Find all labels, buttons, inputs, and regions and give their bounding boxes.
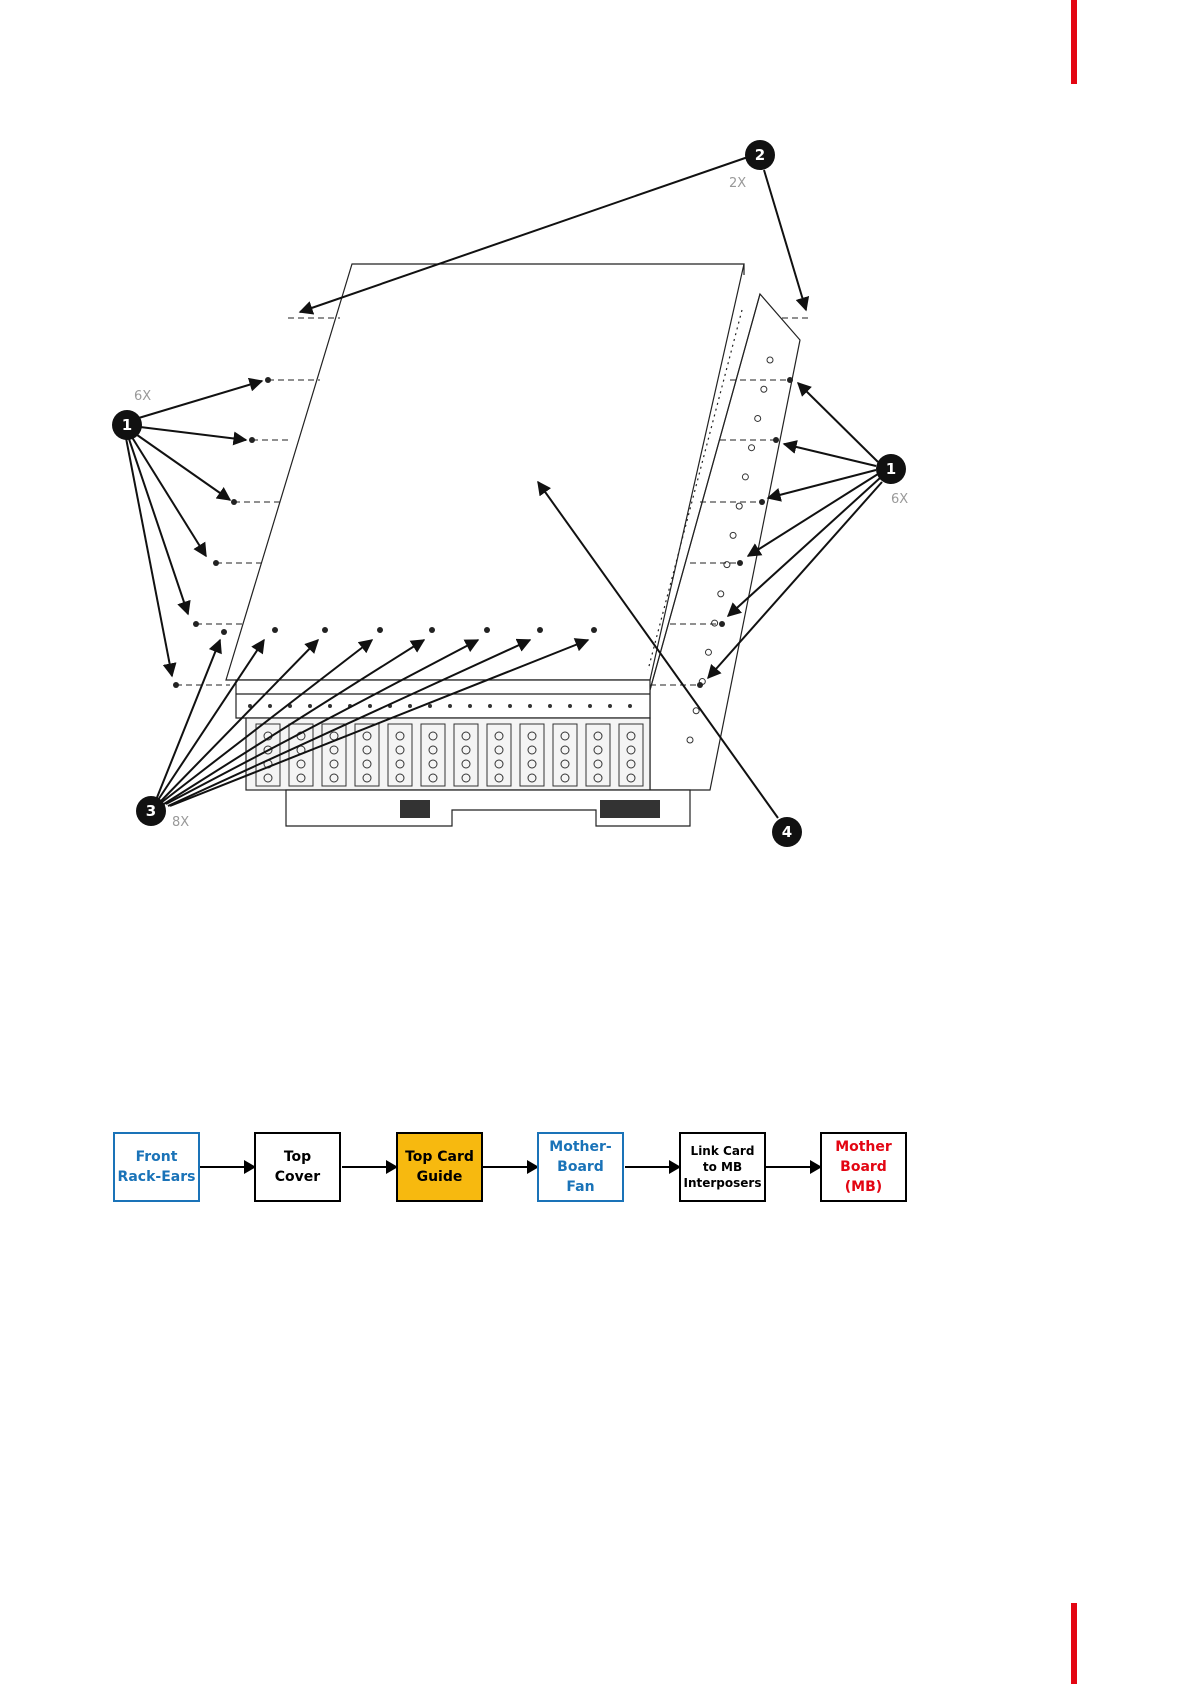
callout-2-qty: 2X	[729, 176, 746, 191]
svg-text:3: 3	[146, 802, 156, 820]
rail-hole	[528, 704, 532, 708]
step-motherboard-fan[interactable]: Mother- Board Fan	[537, 1132, 624, 1202]
chassis-drawing	[226, 264, 800, 826]
rail-hole	[428, 704, 432, 708]
rail-hole	[488, 704, 492, 708]
callout-1-right: 1 6X	[876, 454, 908, 507]
flow-arrow	[200, 1166, 254, 1168]
top-cover-plate	[226, 264, 744, 680]
callout-4: 4	[772, 817, 802, 847]
callout-1-left: 1 6X	[112, 389, 151, 440]
step-front-rack-ears[interactable]: Front Rack-Ears	[113, 1132, 200, 1202]
flow-arrow	[483, 1166, 537, 1168]
rail-hole	[468, 704, 472, 708]
card-slot-area	[246, 718, 650, 790]
disassembly-flow: Front Rack-Ears Top Cover Top Card Guide…	[113, 1132, 908, 1206]
flow-arrow	[625, 1166, 679, 1168]
rail-hole	[368, 704, 372, 708]
flow-arrow	[342, 1166, 396, 1168]
front-rail	[236, 680, 650, 718]
step-link-card-interposers[interactable]: Link Card to MB Interposers	[679, 1132, 766, 1202]
callout-3-qty: 8X	[172, 815, 189, 830]
exploded-view-drawing: 1 6X 1 6X 2 2X 3 8X 4	[0, 0, 1191, 880]
svg-text:2: 2	[755, 146, 765, 164]
rail-hole	[448, 704, 452, 708]
svg-text:4: 4	[782, 823, 792, 841]
rail-hole	[508, 704, 512, 708]
page-edge-marker-bottom	[1071, 1603, 1077, 1684]
rail-hole	[568, 704, 572, 708]
rail-hole	[548, 704, 552, 708]
rail-hole	[408, 704, 412, 708]
flow-arrow	[766, 1166, 820, 1168]
step-mother-board[interactable]: Mother Board (MB)	[820, 1132, 907, 1202]
rail-hole	[628, 704, 632, 708]
svg-text:1: 1	[886, 460, 896, 478]
callout-1-left-qty: 6X	[134, 389, 151, 404]
rail-hole	[588, 704, 592, 708]
svg-text:1: 1	[122, 416, 132, 434]
step-top-cover[interactable]: Top Cover	[254, 1132, 341, 1202]
callout-1-right-qty: 6X	[891, 492, 908, 507]
rail-hole	[328, 704, 332, 708]
rail-hole	[308, 704, 312, 708]
rail-hole	[608, 704, 612, 708]
step-top-card-guide[interactable]: Top Card Guide	[396, 1132, 483, 1202]
rail-hole	[268, 704, 272, 708]
